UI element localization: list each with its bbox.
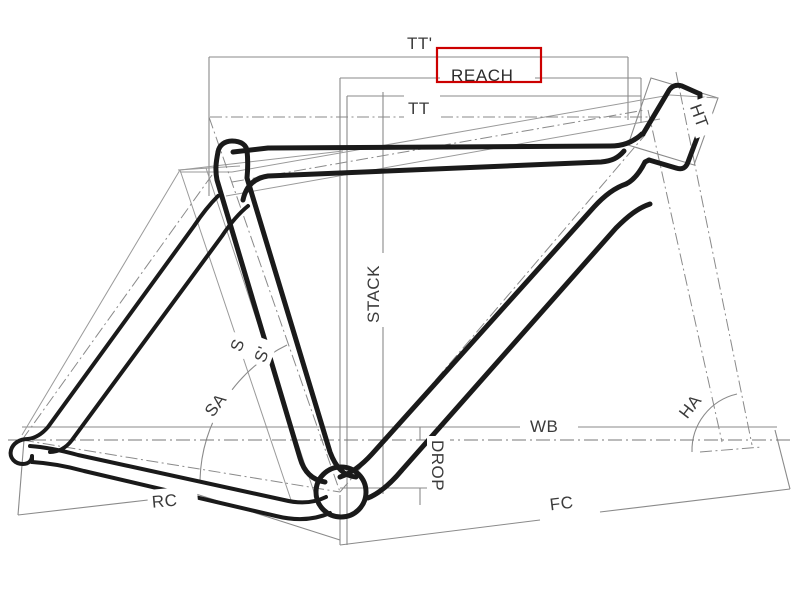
s-prime-label: S' (251, 344, 274, 365)
reference-edge-toptube-lower (225, 118, 661, 197)
tt-label: TT (408, 99, 430, 118)
seat-tube-centre-line (208, 116, 341, 493)
stack-label-group: STACK (361, 253, 384, 327)
frame-outline (8, 82, 703, 522)
front-axle-cross-line (699, 446, 763, 453)
seat-tube-left-edge (213, 149, 328, 485)
reach-label: REACH (451, 66, 514, 85)
s-prime-label-plate (247, 336, 278, 369)
chainstay-upper-edge (28, 444, 328, 505)
seat-stay-centre-line (21, 174, 213, 441)
drop-label-plate (427, 436, 450, 494)
stack-label-plate (361, 253, 384, 327)
reference-edge-seatstay (21, 169, 181, 436)
rc-label: RC (151, 491, 178, 512)
ha-angle-arc (691, 393, 738, 453)
fc-right-extension (774, 429, 791, 490)
tt-label-plate (404, 95, 440, 119)
wb-label-plate (524, 413, 576, 438)
down-tube-upper-edge (337, 181, 629, 480)
steerer-axis-centre-line (675, 71, 753, 446)
dimension-labels: TT' REACH TT HT STACK S (146, 31, 719, 517)
chainstay-centre-line (21, 439, 341, 493)
head-tube-lower-edge (646, 127, 703, 172)
rc-dimension-line-a (17, 499, 149, 516)
seat-collar (215, 138, 250, 155)
sa-label-group: SA (196, 380, 238, 425)
s-label-plate (223, 330, 252, 360)
down-tube-lower-edge (365, 201, 653, 501)
top-tube-lower-edge (240, 148, 627, 203)
fc-dimension-line-a (339, 519, 541, 546)
fc-dimension-line-b (599, 488, 791, 513)
reference-edge-toptube (231, 94, 671, 173)
ht-label-plate (683, 96, 719, 139)
construction-lines (17, 56, 791, 546)
wb-label: WB (530, 417, 558, 436)
ht-label-group: HT (683, 96, 719, 139)
rc-left-extension (17, 439, 25, 516)
tt-prime-label-plate (403, 31, 443, 54)
centre-lines (8, 71, 792, 493)
s-prime-label-group: S' (247, 336, 278, 369)
reference-edge-ht-top (669, 94, 719, 99)
seat-stay-upper-edge (26, 194, 220, 441)
top-tube-upper-edge (230, 131, 645, 155)
rear-dropout (8, 437, 34, 466)
sa-label-plate (196, 380, 238, 425)
ha-label-plate (671, 380, 714, 426)
tt-prime-label: TT' (407, 34, 433, 53)
rc-label-group: RC (146, 485, 199, 515)
ha-label-group: HA (671, 380, 714, 426)
bottom-bracket-shell (313, 464, 369, 520)
top-tube-centre-line (231, 109, 646, 183)
drop-label: DROP (428, 440, 447, 491)
down-tube-centre-line (339, 134, 646, 493)
head-tube-downtube-junction (623, 157, 652, 187)
reach-label-plate (440, 62, 535, 88)
reference-edge-top (179, 150, 344, 171)
fc-label-group: FC (544, 486, 597, 517)
s-label-group: S (223, 330, 252, 360)
head-tube-upper-edge (640, 82, 703, 137)
rc-label-plate (146, 485, 199, 515)
drop-label-group: DROP (427, 436, 450, 494)
fork-axis-centre-line (647, 109, 723, 443)
stack-label: STACK (364, 265, 383, 323)
fc-label-plate (544, 486, 597, 517)
fc-label: FC (549, 493, 575, 515)
reach-highlight-box (435, 46, 543, 84)
